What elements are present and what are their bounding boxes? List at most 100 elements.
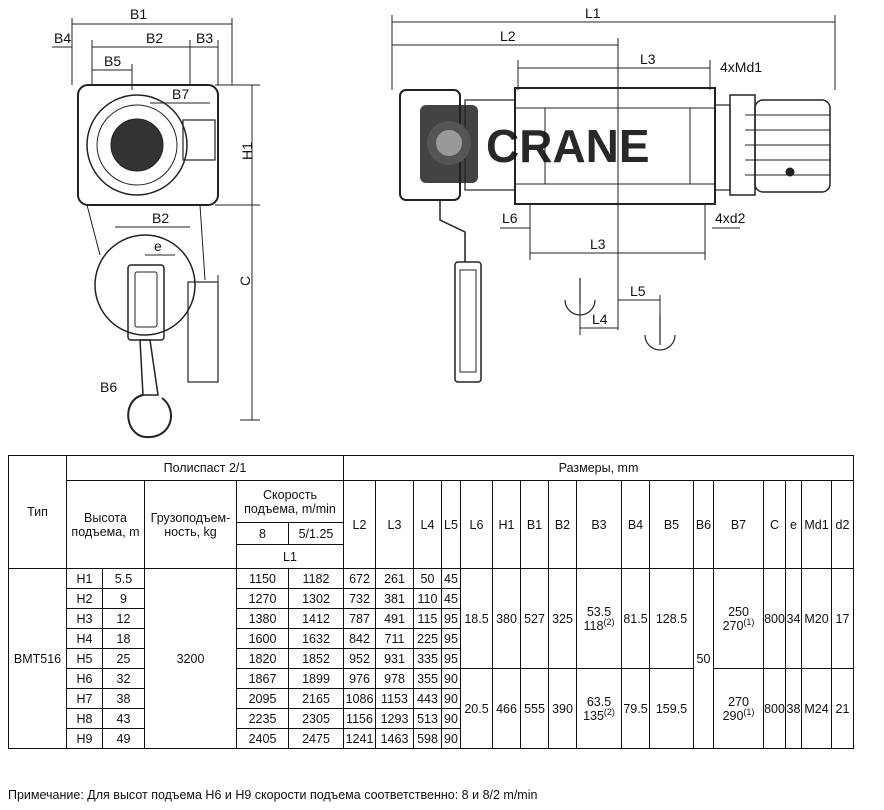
row-speed-5: 1182 <box>288 568 344 589</box>
header-capacity: Грузоподъем-ность, kg <box>144 480 237 569</box>
header-C: C <box>763 480 786 569</box>
row-speed-5: 2475 <box>288 728 344 749</box>
spec-table: Тип Полиспаст 2/1 Размеры, mm Высота под… <box>8 455 854 749</box>
row-height: 43 <box>102 708 145 729</box>
watermark-text: CRANE <box>486 120 650 172</box>
row-L4: 335 <box>413 648 442 669</box>
header-height: Высота подъема, m <box>66 480 145 569</box>
row-L3: 261 <box>375 568 414 589</box>
row-L3: 1293 <box>375 708 414 729</box>
row-L4: 598 <box>413 728 442 749</box>
label-L5: L5 <box>630 283 646 299</box>
row-L4: 443 <box>413 688 442 709</box>
label-L3-top: L3 <box>640 51 656 67</box>
row-L2: 1241 <box>343 728 376 749</box>
header-d2: d2 <box>831 480 854 569</box>
row-speed-5: 1412 <box>288 608 344 629</box>
row-height: 5.5 <box>102 568 145 589</box>
row-L2: 952 <box>343 648 376 669</box>
row-code: H9 <box>66 728 103 749</box>
row-L2: 672 <box>343 568 376 589</box>
label-L6: L6 <box>502 210 518 226</box>
row-L5: 90 <box>441 708 461 729</box>
capacity-cell: 3200 <box>144 568 237 749</box>
label-B1: B1 <box>130 6 147 22</box>
header-H1: H1 <box>492 480 521 569</box>
row-height: 12 <box>102 608 145 629</box>
group2-B5: 159.5 <box>649 668 694 749</box>
row-L5: 95 <box>441 608 461 629</box>
row-L3: 381 <box>375 588 414 609</box>
group1-B1: 527 <box>520 568 549 669</box>
label-L4: L4 <box>592 311 608 327</box>
row-L2: 842 <box>343 628 376 649</box>
row-speed-8: 1150 <box>236 568 289 589</box>
header-L3: L3 <box>375 480 414 569</box>
header-B5: B5 <box>649 480 694 569</box>
label-B5: B5 <box>104 53 121 69</box>
label-B2-top: B2 <box>146 30 163 46</box>
row-speed-5: 2305 <box>288 708 344 729</box>
row-L5: 45 <box>441 568 461 589</box>
header-L4: L4 <box>413 480 442 569</box>
group2-B2: 390 <box>548 668 577 749</box>
row-height: 9 <box>102 588 145 609</box>
row-height: 32 <box>102 668 145 689</box>
row-L5: 90 <box>441 668 461 689</box>
group2-d2: 21 <box>831 668 854 749</box>
group2-B4: 79.5 <box>621 668 650 749</box>
label-C: C <box>237 276 253 286</box>
header-speed: Скорость подъема, m/min <box>236 480 344 523</box>
row-speed-8: 2095 <box>236 688 289 709</box>
row-L2: 1156 <box>343 708 376 729</box>
group1-H1: 380 <box>492 568 521 669</box>
row-code: H4 <box>66 628 103 649</box>
label-B3: B3 <box>196 30 213 46</box>
row-height: 49 <box>102 728 145 749</box>
row-L2: 732 <box>343 588 376 609</box>
header-Md1: Md1 <box>801 480 832 569</box>
row-L2: 976 <box>343 668 376 689</box>
row-code: H8 <box>66 708 103 729</box>
label-B7: B7 <box>172 86 189 102</box>
row-speed-5: 1632 <box>288 628 344 649</box>
row-code: H7 <box>66 688 103 709</box>
row-L4: 50 <box>413 568 442 589</box>
row-L2: 787 <box>343 608 376 629</box>
row-L2: 1086 <box>343 688 376 709</box>
row-L5: 95 <box>441 648 461 669</box>
label-4xd2: 4xd2 <box>715 210 746 226</box>
header-speed-8: 8 <box>236 522 289 545</box>
label-4xMd1: 4xMd1 <box>720 59 762 75</box>
technical-drawing: B1 B4 B2 B3 B5 B7 H1 C B2 e B6 L1 L2 L3 … <box>52 5 836 439</box>
row-speed-8: 1867 <box>236 668 289 689</box>
row-speed-8: 1600 <box>236 628 289 649</box>
label-B4: B4 <box>54 30 71 46</box>
header-B6: B6 <box>693 480 714 569</box>
row-height: 38 <box>102 688 145 709</box>
row-L5: 90 <box>441 728 461 749</box>
row-L5: 95 <box>441 628 461 649</box>
row-speed-8: 2405 <box>236 728 289 749</box>
row-L5: 45 <box>441 588 461 609</box>
row-L3: 1463 <box>375 728 414 749</box>
header-B7: B7 <box>713 480 764 569</box>
row-speed-5: 1852 <box>288 648 344 669</box>
row-L4: 355 <box>413 668 442 689</box>
header-speed-L1: L1 <box>236 544 344 569</box>
header-B3: B3 <box>576 480 622 569</box>
label-e: e <box>154 238 162 254</box>
row-L3: 711 <box>375 628 414 649</box>
row-speed-8: 1380 <box>236 608 289 629</box>
row-L4: 513 <box>413 708 442 729</box>
row-L3: 978 <box>375 668 414 689</box>
label-B2-mid: B2 <box>152 210 169 226</box>
header-e: e <box>785 480 802 569</box>
header-L5: L5 <box>441 480 461 569</box>
header-B2: B2 <box>548 480 577 569</box>
row-speed-8: 2235 <box>236 708 289 729</box>
group1-B5: 128.5 <box>649 568 694 669</box>
